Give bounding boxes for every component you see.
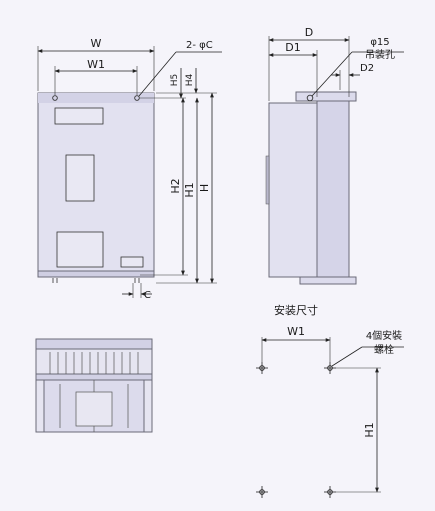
- bolt-marker-top-right: [324, 362, 336, 374]
- dim-h5-label: H5: [170, 74, 180, 87]
- mounting-title: 安装尺寸: [274, 303, 318, 317]
- front-panel-top-band: [38, 93, 154, 103]
- screw-label-line2: 螺栓: [374, 343, 394, 356]
- lifting-dia-label: φ15: [370, 37, 389, 48]
- dim-h4-label: H4: [185, 73, 195, 86]
- bottom-mid-strip: [35, 373, 153, 381]
- lifting-hole: [306, 94, 314, 102]
- side-view: D D1 D2 φ15 吊装孔: [265, 26, 404, 285]
- dim-h2-label: H2: [169, 178, 182, 193]
- mount-slot-bottom-right: [134, 278, 140, 283]
- mounting-diagram: 安装尺寸 W1 H1 4個安裝 螺栓: [256, 303, 404, 498]
- dim-w1-label: W1: [87, 58, 105, 71]
- screw-label-line1: 4個安裝: [366, 329, 402, 342]
- front-view: W W1 2- φC H5 H4 H2 H1 H C: [37, 37, 222, 301]
- dim-h-label: H: [198, 184, 211, 192]
- dim-d1-label: D1: [285, 41, 300, 54]
- bottom-top-strip: [35, 338, 153, 350]
- lifting-hole-label: 吊装孔: [365, 48, 395, 61]
- bolt-marker-top-left: [256, 362, 268, 374]
- dim-h1-label: H1: [183, 182, 196, 197]
- side-cable-slot: [265, 155, 270, 205]
- mount-w1-label: W1: [287, 325, 305, 338]
- bottom-view: [35, 338, 153, 433]
- terminal-window: [56, 231, 104, 268]
- side-body-front: [268, 102, 318, 278]
- display-window: [54, 107, 104, 125]
- side-bottom-bracket: [299, 276, 357, 285]
- side-body-heatsink: [316, 98, 350, 280]
- mount-slot-bottom-left: [52, 278, 58, 283]
- dim-d-label: D: [305, 26, 313, 39]
- keypad-window: [65, 154, 95, 202]
- dim-d2-label: D2: [360, 63, 374, 74]
- bottom-center-block: [75, 391, 113, 427]
- dim-holes-label: 2- φC: [186, 40, 213, 51]
- dim-w-label: W: [91, 37, 102, 50]
- label-plate: [120, 256, 144, 268]
- mount-hole-top-left: [52, 95, 58, 101]
- dim-c-label: C: [144, 290, 151, 301]
- bolt-marker-bottom-right: [324, 486, 336, 498]
- mount-hole-top-right: [134, 95, 140, 101]
- bottom-fin-lines: [49, 352, 139, 432]
- side-top-bracket: [295, 91, 357, 102]
- front-panel-bottom-band: [37, 270, 155, 278]
- bolt-marker-bottom-left: [256, 486, 268, 498]
- mount-h1-label: H1: [363, 422, 376, 437]
